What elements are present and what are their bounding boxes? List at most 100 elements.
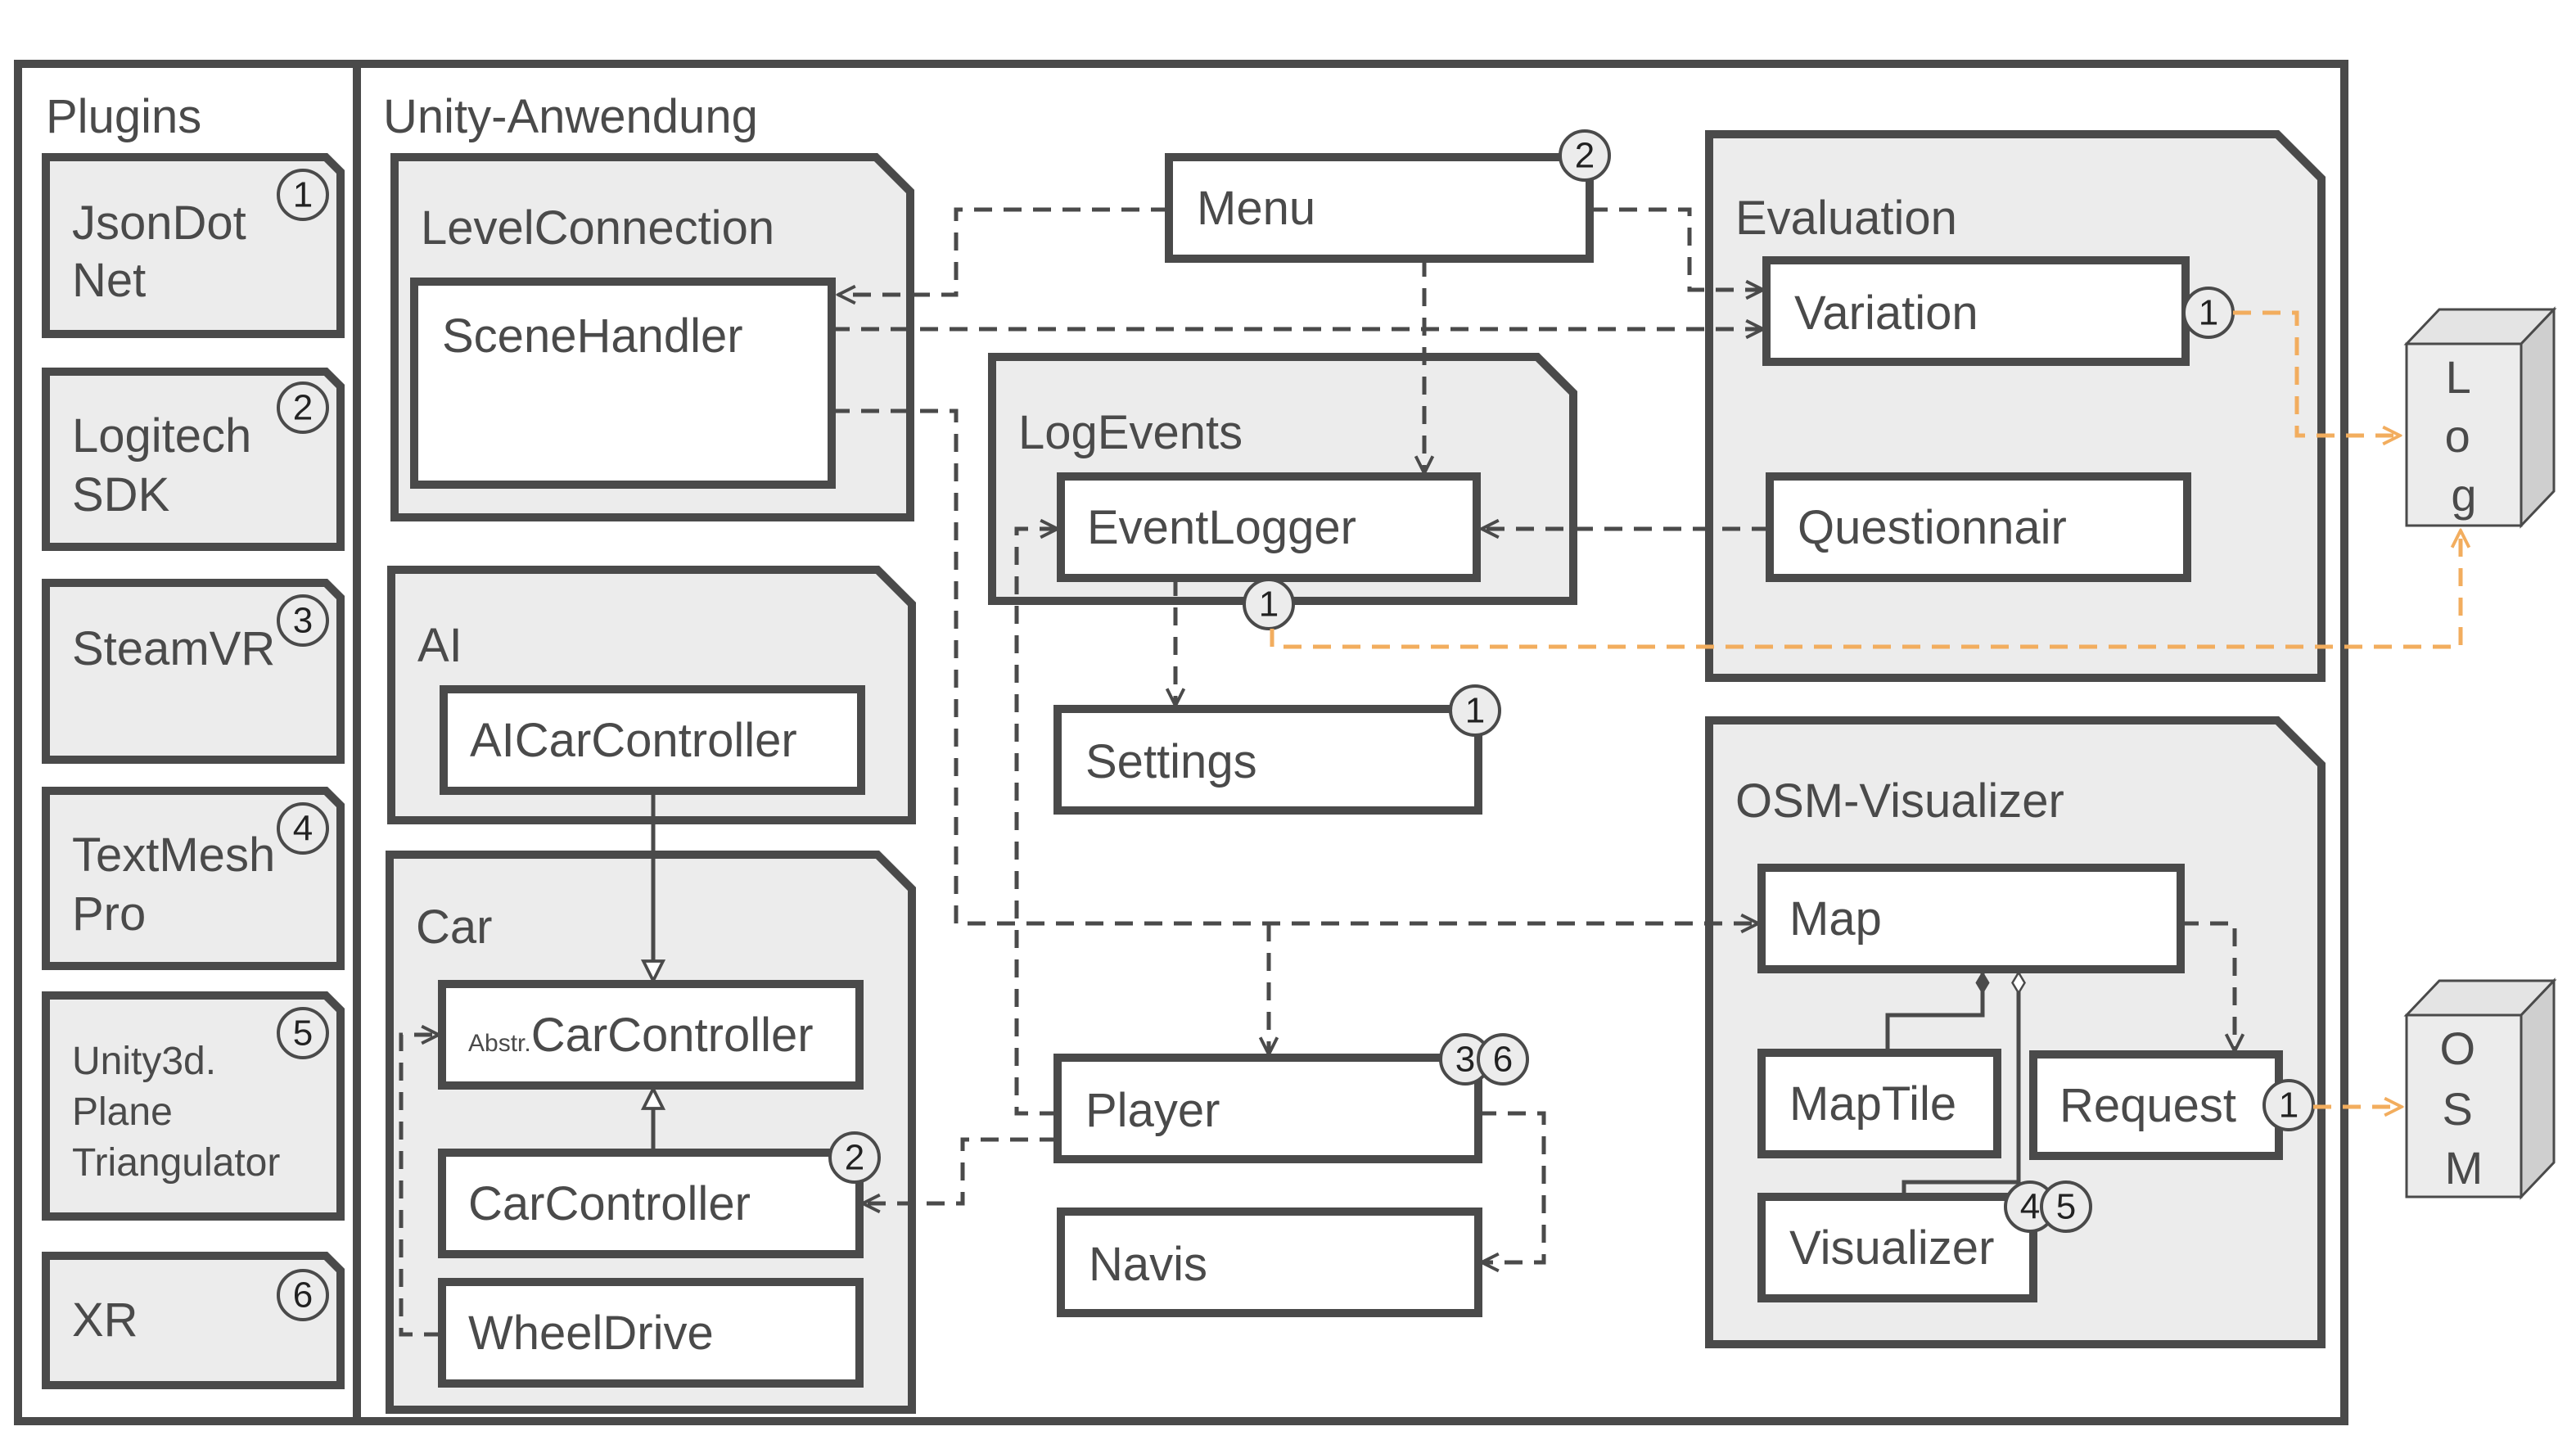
variation-badge: 1 (2182, 287, 2235, 339)
wheel-drive-box (438, 1278, 864, 1388)
scene-handler-box (410, 278, 836, 489)
visualizer-badge-5: 5 (2040, 1180, 2092, 1233)
map-box (1757, 864, 2185, 973)
plugin-badge: 5 (277, 1007, 329, 1059)
plugin-xr: XR 6 (42, 1252, 345, 1389)
osm-source-label: O S M (2439, 1022, 2488, 1194)
plugin-badge: 2 (277, 381, 329, 434)
plugin-badge: 3 (277, 594, 329, 647)
menu-class: Menu 2 (1165, 129, 1611, 263)
connectors (399, 207, 2461, 1337)
svg-text:1: 1 (1259, 585, 1279, 625)
osm-source-icon: O S M (2403, 977, 2557, 1200)
plugin-label: XR (72, 1293, 138, 1347)
svg-text:4: 4 (2020, 1187, 2040, 1227)
plugin-label: SteamVR (72, 622, 275, 675)
navis-label: Navis (1089, 1238, 1207, 1291)
external-eventlogger-log (1270, 530, 2461, 649)
player-box (1053, 1054, 1482, 1163)
settings-class: Settings 1 (1053, 684, 1501, 815)
menu-label: Menu (1197, 182, 1315, 235)
package-level-connection: LevelConnection SceneHandler (390, 153, 914, 521)
svg-text:4: 4 (293, 809, 313, 849)
map-tile-label: MapTile (1789, 1077, 1956, 1131)
log-store-label: L o g (2445, 351, 2484, 521)
package-osm-visualizer: OSM-Visualizer Map MapTile Request 1 Vis… (1705, 716, 2326, 1348)
package-title: AI (417, 619, 462, 672)
package-title: LogEvents (1018, 406, 1243, 459)
map-tile-box (1757, 1049, 2001, 1158)
plugin-badge: 6 (277, 1269, 329, 1321)
plugin-label: Logitech SDK (72, 409, 264, 521)
player-label: Player (1085, 1084, 1220, 1137)
event-logger-box (1057, 472, 1481, 582)
visualizer-badge-4: 4 (2004, 1180, 2056, 1233)
plugin-jsondotnet: JsonDot Net 1 (42, 153, 345, 338)
package-log-events: LogEvents EventLogger 1 (988, 353, 1577, 630)
svg-text:1: 1 (2279, 1086, 2299, 1126)
external-variation-log (2233, 310, 2400, 436)
settings-badge: 1 (1449, 684, 1501, 737)
package-car: Car Abstr.CarController CarController 2 … (386, 851, 916, 1414)
menu-box (1165, 153, 1594, 263)
connector-menu-variation (1590, 207, 1763, 290)
plugin-plane-triangulator: Unity3d. Plane Triangulator 5 (42, 991, 345, 1221)
wheel-drive-label: WheelDrive (468, 1307, 714, 1360)
plugins-panel: Plugins JsonDot Net 1 Logitech SDK 2 Ste… (14, 60, 361, 1425)
svg-text:5: 5 (293, 1013, 313, 1054)
connector-player-eventlogger (1014, 529, 1058, 1116)
connector-wheeldrive-abstract (399, 1035, 442, 1337)
questionnair-label: Questionnair (1798, 501, 2067, 554)
visualizer-label: Visualizer (1789, 1221, 1994, 1275)
package-title: Car (416, 901, 492, 954)
package-ai: AI AICarController (387, 566, 916, 824)
visualizer-box (1757, 1193, 2037, 1302)
connector-player-navis (1478, 1111, 1546, 1262)
svg-text:5: 5 (2056, 1187, 2076, 1227)
package-title: OSM-Visualizer (1735, 774, 2064, 828)
navis-class: Navis (1057, 1208, 1482, 1317)
plugin-label: Unity3d. Plane Triangulator (72, 1040, 280, 1185)
scene-handler-label: SceneHandler (442, 309, 743, 363)
plugin-badge: 4 (277, 802, 329, 855)
event-logger-label: EventLogger (1087, 501, 1356, 554)
car-controller-label: CarController (468, 1177, 751, 1230)
package-title: LevelConnection (421, 201, 774, 255)
composition-maptile-map (1885, 971, 1990, 1053)
aggregation-visualizer-map (1902, 970, 2026, 1197)
svg-text:2: 2 (1575, 136, 1595, 176)
plugins-title: Plugins (46, 90, 201, 143)
request-label: Request (2059, 1079, 2236, 1132)
svg-text:2: 2 (845, 1138, 864, 1178)
player-class: Player 3 6 (1053, 1033, 1529, 1163)
svg-text:6: 6 (1493, 1040, 1513, 1080)
plugin-label: TextMesh Pro (72, 828, 288, 941)
svg-text:1: 1 (293, 175, 313, 215)
event-logger-badge: 1 (1243, 578, 1295, 630)
svg-text:3: 3 (293, 601, 313, 641)
car-controller-box (438, 1149, 864, 1258)
svg-text:1: 1 (1465, 691, 1485, 731)
car-controller-badge: 2 (828, 1131, 881, 1184)
navis-box (1057, 1208, 1482, 1317)
player-badge-3: 3 (1439, 1033, 1491, 1086)
unity-app-panel: Unity-Anwendung (353, 60, 2348, 1425)
menu-badge: 2 (1559, 129, 1611, 182)
abstract-car-controller-label: Abstr.CarController (468, 1009, 814, 1062)
unity-app-title: Unity-Anwendung (383, 90, 758, 143)
plugin-label: JsonDot Net (72, 196, 259, 307)
variation-box (1762, 256, 2190, 366)
variation-label: Variation (1794, 287, 1978, 340)
log-store-icon: L o g (2403, 306, 2557, 529)
connector-map-request (2181, 921, 2235, 1051)
player-badge-6: 6 (1477, 1033, 1529, 1086)
connector-scenehandler-map (832, 409, 1758, 923)
settings-label: Settings (1085, 735, 1257, 788)
request-badge: 1 (2262, 1079, 2315, 1131)
ai-car-controller-label: AICarController (470, 714, 797, 767)
plugin-logitech-sdk: Logitech SDK 2 (42, 368, 345, 551)
connector-player-carcontroller (863, 1137, 1058, 1203)
connector-menu-scenehandler (838, 207, 1169, 295)
plugin-textmesh-pro: TextMesh Pro 4 (42, 787, 345, 970)
